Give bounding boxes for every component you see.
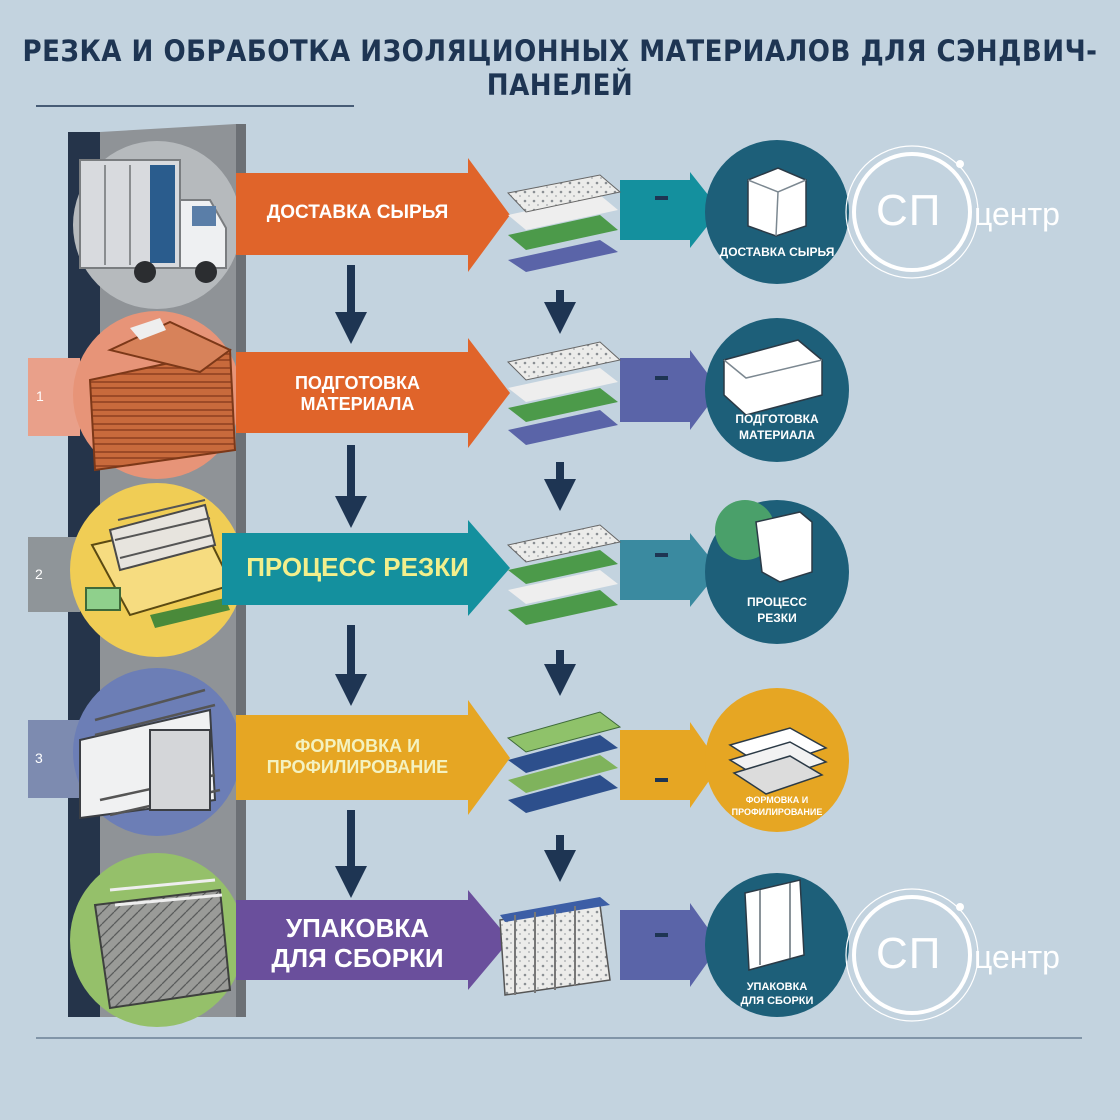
arrow-step-4 — [236, 700, 510, 815]
logo-ring-bottom — [845, 888, 979, 1022]
stone-bundle-illustration — [70, 853, 244, 1027]
logo-mark-bottom: СП — [876, 929, 942, 978]
connector-4 — [620, 722, 720, 808]
step-label-4: ФОРМОВКА И ПРОФИЛИРОВАНИЕ — [266, 736, 449, 777]
result-circle-5 — [705, 873, 849, 1017]
connector-2 — [620, 350, 720, 430]
result-label-2: ПОДГОТОВКА МАТЕРИАЛА — [735, 412, 819, 442]
lumber-illustration — [73, 311, 241, 479]
arrow-step-1 — [236, 158, 510, 272]
logo-mark-top: СП — [876, 186, 942, 235]
arrow-step-3 — [222, 520, 510, 616]
panel-stack-1 — [507, 174, 622, 272]
arrow-step-2 — [236, 338, 510, 448]
connector-3 — [620, 533, 720, 607]
panel-stack-5 — [499, 897, 611, 996]
step-number-1: 1 — [36, 388, 44, 404]
result-label-5: УПАКОВКА ДЛЯ СБОРКИ — [740, 981, 814, 1008]
panel-stack-2 — [506, 341, 622, 445]
arrow-step-5 — [236, 890, 510, 990]
result-circle-1 — [705, 140, 849, 284]
step-label-2: ПОДГОТОВКА МАТЕРИАЛА — [294, 373, 421, 414]
panel-stack-4 — [506, 711, 622, 813]
connector-1 — [620, 172, 720, 248]
connector-5 — [620, 903, 720, 987]
profile-sheets-illustration — [73, 668, 241, 836]
page-title: РЕЗКА И ОБРАБОТКА ИЗОЛЯЦИОННЫХ МАТЕРИАЛО… — [22, 34, 1098, 102]
cutting-machine-illustration — [70, 483, 244, 657]
result-label-4: ФОРМОВКА И ПРОФИЛИРОВАНИЕ — [731, 795, 823, 817]
tab-step-1 — [28, 358, 80, 436]
truck-illustration — [73, 141, 241, 309]
tab-step-3 — [28, 720, 80, 798]
connector-dashes — [655, 196, 668, 937]
result-label-1: ДОСТАВКА СЫРЬЯ — [719, 245, 835, 259]
step-number-3: 3 — [35, 750, 43, 766]
panel-stack-3 — [506, 524, 622, 625]
step-label-5: УПАКОВКА ДЛЯ СБОРКИ — [271, 913, 444, 973]
logo-text-bottom: центр — [974, 939, 1060, 975]
result-circle-3 — [705, 500, 849, 644]
step-label-1: ДОСТАВКА СЫРЬЯ — [266, 201, 449, 223]
logo-text-top: центр — [974, 196, 1060, 232]
step-number-2: 2 — [35, 566, 43, 582]
logo-ring-top — [845, 145, 979, 279]
result-circle-4 — [705, 688, 849, 832]
step-label-3: ПРОЦЕСС РЕЗКИ — [246, 551, 469, 582]
result-circle-2 — [705, 318, 849, 462]
result-label-3: ПРОЦЕСС РЕЗКИ — [747, 595, 807, 625]
